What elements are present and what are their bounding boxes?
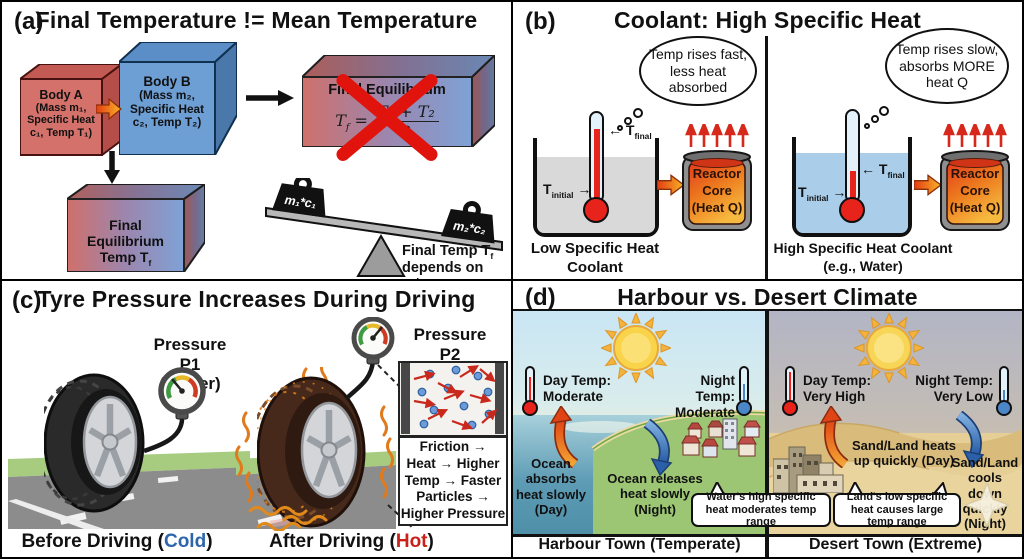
harbour-houses-icon	[681, 418, 761, 458]
panel-c: (c) Tyre Pressure Increases During Drivi…	[2, 281, 511, 557]
caption-after-driving: After Driving (Hot)	[269, 531, 434, 552]
ground-heat-waves	[248, 506, 328, 531]
reactor-label-low: Reactor Core (Heat Q)	[691, 166, 743, 215]
panel-d: (d) Harbour vs. Desert Climate	[513, 281, 1022, 557]
panel-a-tag: (a)	[14, 8, 44, 35]
body-a-label: Body A (Mass m₁, Specific Heat c₁, Temp …	[27, 88, 95, 139]
thermometer-bulb	[782, 400, 798, 416]
heat-down-arrow-icon	[955, 411, 985, 469]
caption-desert: Desert Town (Extreme)	[808, 536, 983, 553]
bubble-pointer	[709, 482, 727, 496]
day-temp-label: Day Temp:Moderate	[543, 373, 612, 404]
ocean-absorbs-label: Ocean absorbs heat slowly (Day)	[515, 456, 587, 517]
thermometer-bulb	[996, 400, 1012, 416]
panel-a: (a) Final Temperature != Mean Temperatur…	[2, 2, 511, 279]
t-initial-label-low: Tinitial →	[543, 181, 592, 200]
thermometer-bulb	[583, 197, 609, 223]
contact-arrow-icon	[96, 98, 122, 120]
thought-bubble-high: Temp rises slow, absorbs MORE heat Q	[885, 28, 1009, 104]
pressure-gauge-icon	[143, 367, 206, 454]
heat-release-arrows-icon	[943, 124, 1007, 147]
bubble-tail	[871, 115, 879, 123]
weight-right: m₂*c₂	[441, 200, 495, 244]
bubble-tail	[633, 108, 643, 118]
heat-squiggles	[235, 367, 394, 503]
panel-d-divider	[765, 309, 769, 557]
t-final-label-low: ← Tfinal	[608, 122, 652, 141]
ocean-releases-label: Ocean releases heat slowly (Night)	[607, 471, 703, 517]
weight-left: m₁*c₁	[271, 178, 326, 218]
compass-star	[965, 483, 1009, 527]
day-thermometer-icon	[525, 366, 535, 404]
night-thermometer-icon	[739, 366, 749, 404]
land-specific-heat-bubble: Land's low specific heat causes large te…	[833, 491, 961, 528]
water-specific-heat-bubble: Water's high specific heat moderates tem…	[691, 491, 831, 528]
right-arrow-icon	[246, 90, 294, 106]
day-thermometer-icon	[785, 366, 795, 404]
caption-high-coolant: High Specific Heat Coolant (e.g., Water)	[773, 240, 953, 274]
down-arrow-icon	[104, 151, 120, 184]
weight-right-label: m₂*c₂	[452, 219, 486, 237]
panel-c-tag: (c)	[12, 287, 42, 314]
thermometer-bulb	[839, 197, 865, 223]
process-box: Friction → Heat → Higher Temp → Faster P…	[398, 436, 508, 526]
bubble-tail	[864, 123, 870, 129]
sun-icon	[854, 313, 924, 383]
night-thermometer-icon	[999, 366, 1009, 404]
bubble-tail	[617, 125, 623, 131]
thermometer-bulb	[736, 400, 752, 416]
panel-d-title: Harbour vs. Desert Climate	[617, 284, 918, 310]
night-temp-label: Night Temp:Very Low	[915, 373, 993, 404]
reactor-core-icon	[682, 150, 752, 231]
reactor-core-icon	[940, 150, 1010, 231]
pressure-gauge-icon	[344, 317, 395, 401]
panel-b-title: Coolant: High Specific Heat	[614, 7, 921, 33]
thermometer-high	[845, 109, 860, 203]
result-box-label: Final Equilibrium Temp Tf	[87, 217, 164, 268]
tire-cold-icon	[44, 373, 145, 513]
t-final-label-high: ← Tfinal	[861, 161, 905, 180]
weight-left-label: m₁*c₁	[284, 193, 317, 211]
result-box	[67, 184, 205, 272]
body-b-label: Body B (Mass m₂, Specific Heat c₂, Temp …	[129, 74, 205, 129]
caption-before-driving: Before Driving (Cold)	[21, 531, 213, 552]
heat-flow-arrow-icon	[657, 174, 685, 196]
heat-release-arrows-icon	[685, 124, 749, 147]
panel-d-tag: (d)	[525, 284, 556, 311]
panel-c-title: Tyre Pressure Increases During Driving	[37, 286, 476, 312]
heat-up-arrow-icon	[819, 406, 849, 468]
seesaw-icon: m₁*c₁ m₂*c₂	[265, 178, 503, 277]
heat-down-arrow-icon	[643, 419, 673, 477]
desert-buildings-icon	[773, 446, 844, 493]
day-temp-label: Day Temp:Very High	[803, 373, 872, 404]
thermometer-bulb	[522, 400, 538, 416]
bubble-pointer	[847, 482, 865, 496]
sand-heats-label: Sand/Land heats up quickly (Day)	[851, 438, 957, 469]
bubble-pointer	[931, 482, 949, 496]
panel-b: (b) Coolant: High Specific Heat Temp ris…	[513, 2, 1022, 279]
bubble-tail	[879, 106, 889, 116]
night-temp-label: Night Temp:Moderate	[674, 373, 735, 420]
particle-inset	[398, 361, 508, 437]
reactor-label-high: Reactor Core (Heat Q)	[949, 166, 1001, 215]
thought-bubble-low: Temp rises fast, less heat absorbed	[639, 36, 757, 106]
particles-icon	[401, 363, 504, 434]
heat-flow-arrow-icon	[914, 174, 942, 196]
caption-low-coolant: Low Specific Heat Coolant	[530, 240, 660, 276]
balance-caption: Final Temp Tf depends on m*c	[402, 243, 494, 279]
caption-harbour: Harbour Town (Temperate)	[538, 536, 741, 553]
panel-b-tag: (b)	[525, 8, 556, 35]
heat-up-arrow-icon	[549, 406, 579, 468]
panel-a-title: Final Temperature != Mean Temperature	[35, 7, 478, 33]
panel-b-divider	[765, 36, 768, 279]
bubble-tail	[624, 117, 632, 125]
t-initial-label-high: Tinitial →	[798, 184, 847, 203]
sun-icon	[601, 313, 671, 383]
body-b-cube	[119, 42, 237, 155]
red-cross-icon	[333, 71, 441, 164]
tire-hot-icon	[257, 376, 366, 528]
